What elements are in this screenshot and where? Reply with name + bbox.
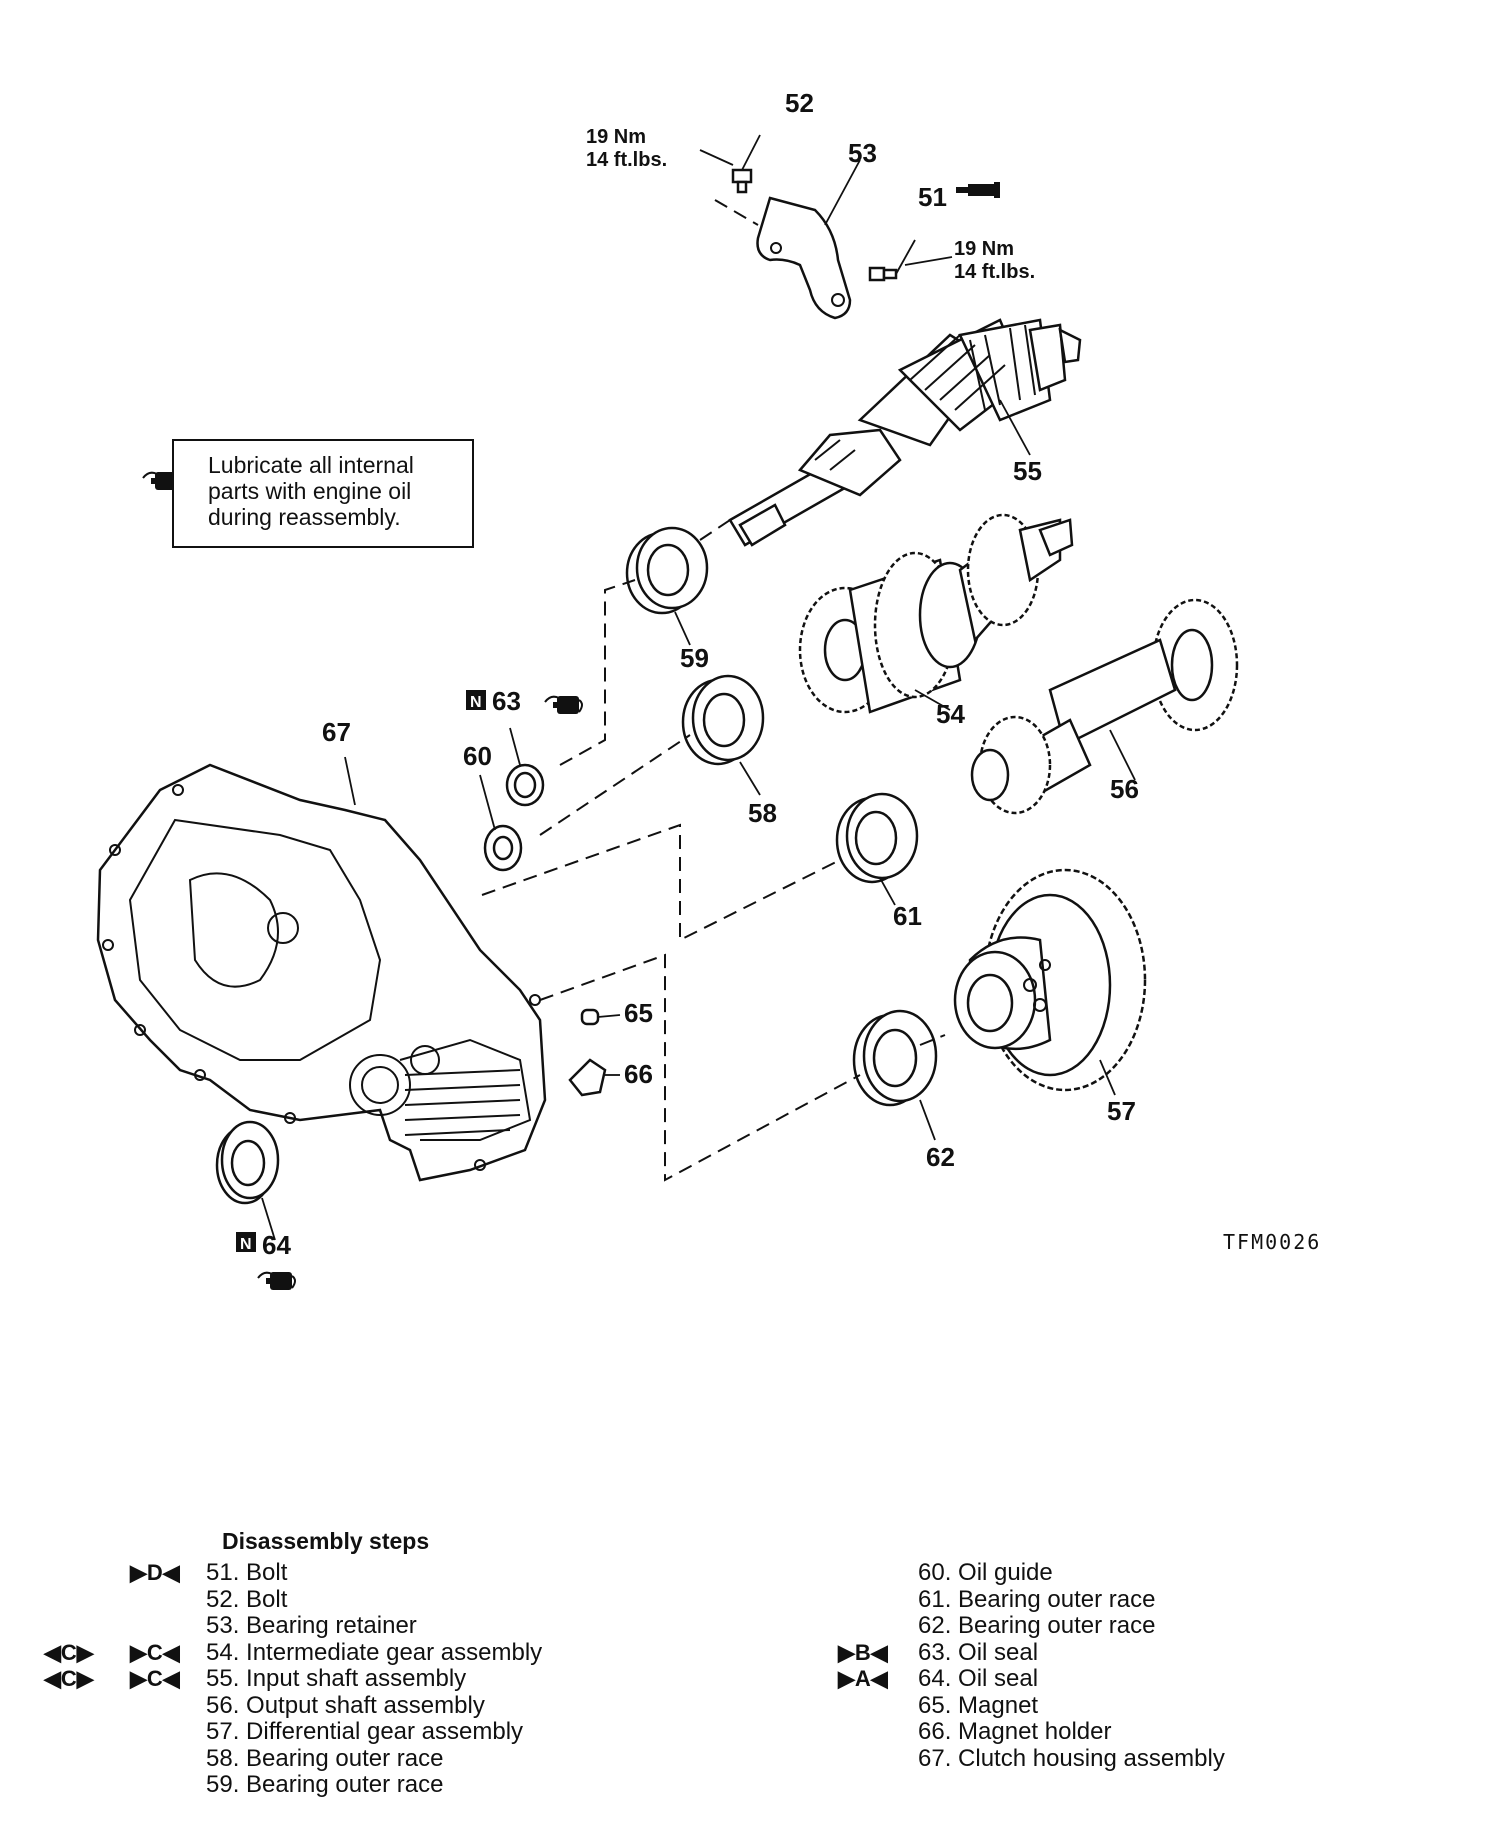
step-text: 67. Clutch housing assembly — [918, 1744, 1225, 1772]
step-item: 56. Output shaft assembly — [40, 1691, 640, 1720]
callout-60: 60 — [463, 741, 492, 771]
service-mark: ▶A◀ — [838, 1666, 888, 1691]
step-text: 62. Bearing outer race — [918, 1612, 1156, 1639]
intermediate-gear-assembly-54 — [798, 513, 1074, 714]
note-line-2: parts with engine oil — [208, 478, 411, 504]
torque-bolt52-ftlbs: 14 ft.lbs. — [586, 149, 667, 171]
lubrication-note: Lubricate all internal parts with engine… — [172, 439, 474, 548]
bearing-outer-race-61 — [835, 792, 919, 906]
step-item: ▶D◀ 51. Bolt — [40, 1559, 640, 1587]
step-item: 66. Magnet holder — [820, 1718, 1320, 1746]
oil-seal-63 — [505, 727, 545, 807]
torque-bolt51-ftlbs: 14 ft.lbs. — [954, 261, 1035, 283]
step-text: 66. Magnet holder — [918, 1718, 1112, 1745]
service-mark: ▶D◀ — [130, 1560, 180, 1585]
callout-66: 66 — [624, 1059, 653, 1089]
step-text: 53. Bearing retainer — [206, 1612, 417, 1639]
steps-title: Disassembly steps — [222, 1528, 430, 1554]
new-part-mark: N — [236, 1232, 256, 1253]
step-item: ◀C▶ ▶C◀ 54. Intermediate gear assembly — [40, 1638, 640, 1667]
callout-55: 55 — [1013, 456, 1042, 486]
torque-bolt52-nm: 19 Nm — [586, 126, 646, 148]
step-item: ◀C▶ ▶C◀ 55. Input shaft assembly — [40, 1665, 640, 1693]
callout-52: 52 — [785, 88, 814, 118]
step-text: 65. Magnet — [918, 1691, 1039, 1719]
torque-bolt51-nm: 19 Nm — [954, 238, 1014, 260]
service-mark: ◀C▶ — [44, 1666, 94, 1691]
step-text: 64. Oil seal — [918, 1665, 1039, 1692]
bearing-outer-race-59 — [625, 526, 709, 646]
oil-seal-64 — [215, 1120, 280, 1241]
step-item: 61. Bearing outer race — [820, 1585, 1320, 1614]
step-text: 59. Bearing outer race — [206, 1771, 444, 1798]
callout-59: 59 — [680, 643, 709, 673]
callout-63: 63 — [492, 686, 521, 716]
service-mark: ▶C◀ — [130, 1666, 180, 1691]
bolt-52 — [699, 134, 761, 226]
service-mark: ◀C▶ — [44, 1639, 94, 1665]
callout-62: 62 — [926, 1142, 955, 1172]
svg-text:N: N — [240, 1236, 252, 1253]
step-item: ▶A◀ 64. Oil seal — [820, 1665, 1320, 1693]
svg-text:N: N — [470, 694, 482, 711]
oil-guide-60 — [479, 774, 523, 872]
magnet-holder-66 — [568, 1058, 620, 1097]
figure-code: TFM0026 — [1223, 1230, 1321, 1254]
oil-can-icon — [544, 695, 583, 715]
note-line-1: Lubricate all internal — [208, 452, 414, 478]
step-text: 55. Input shaft assembly — [206, 1665, 467, 1692]
step-item: 59. Bearing outer race — [40, 1771, 640, 1799]
bolt-51 — [868, 182, 1000, 282]
step-text: 63. Oil seal — [918, 1638, 1039, 1666]
callout-54: 54 — [936, 699, 965, 729]
step-text: 60. Oil guide — [918, 1559, 1053, 1586]
clutch-housing-assembly-67 — [96, 756, 547, 1182]
step-item: ▶B◀ 63. Oil seal — [820, 1638, 1320, 1667]
step-text: 52. Bolt — [206, 1585, 288, 1613]
callout-53: 53 — [848, 138, 877, 168]
callout-56: 56 — [1110, 774, 1139, 804]
step-item: 52. Bolt — [40, 1585, 640, 1614]
new-part-mark: N — [466, 690, 486, 711]
differential-gear-assembly-57 — [953, 868, 1147, 1096]
step-text: 51. Bolt — [206, 1559, 288, 1586]
callout-64: 64 — [262, 1230, 291, 1260]
callout-58: 58 — [748, 798, 777, 828]
magnet-65 — [580, 1008, 621, 1026]
step-item: 58. Bearing outer race — [40, 1744, 640, 1773]
service-mark: ▶B◀ — [838, 1639, 888, 1665]
note-line-3: during reassembly. — [208, 504, 401, 530]
bearing-retainer-53 — [756, 196, 852, 320]
step-item: 62. Bearing outer race — [820, 1612, 1320, 1640]
step-text: 54. Intermediate gear assembly — [206, 1638, 543, 1666]
bearing-outer-race-62 — [852, 1009, 938, 1141]
bearing-outer-race-58 — [681, 674, 765, 796]
callout-67: 67 — [322, 717, 351, 747]
callout-61: 61 — [893, 901, 922, 931]
output-shaft-assembly-56 — [970, 598, 1239, 815]
step-item: 65. Magnet — [820, 1691, 1320, 1720]
step-text: 58. Bearing outer race — [206, 1744, 444, 1772]
bearing-retainer-group — [699, 134, 1000, 320]
callout-65: 65 — [624, 998, 653, 1028]
service-mark: ▶C◀ — [130, 1639, 180, 1665]
callout-51: 51 — [918, 182, 947, 212]
step-text: 56. Output shaft assembly — [206, 1691, 485, 1719]
oil-can-icon — [257, 1271, 296, 1291]
step-item: 67. Clutch housing assembly — [820, 1744, 1320, 1773]
step-item: 53. Bearing retainer — [40, 1612, 640, 1640]
step-item: 57. Differential gear assembly — [40, 1718, 640, 1746]
callout-57: 57 — [1107, 1096, 1136, 1126]
step-text: 61. Bearing outer race — [918, 1585, 1156, 1613]
step-text: 57. Differential gear assembly — [206, 1718, 524, 1745]
input-shaft-assembly-55 — [728, 318, 1082, 547]
step-item: 60. Oil guide — [820, 1559, 1320, 1587]
assembly-guide-lines — [481, 519, 946, 1182]
